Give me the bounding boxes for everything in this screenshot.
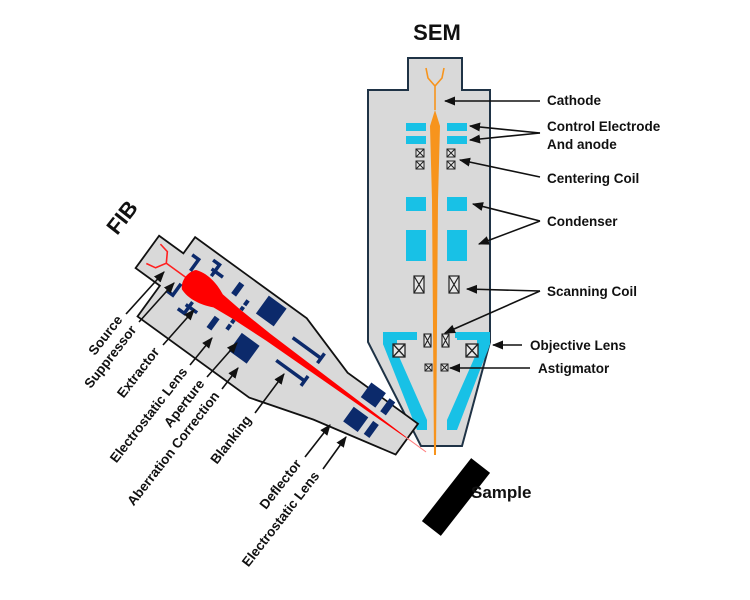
fib-deflector-bottom	[343, 406, 369, 432]
fib-electrostatic-lens-1-bottom	[206, 315, 220, 331]
label-scanning-coil: Scanning Coil	[547, 284, 637, 299]
sem-scanning-coil-upper	[413, 275, 460, 294]
sem-scanning-coil-lower	[423, 333, 450, 348]
sem-condenser-upper-right	[447, 197, 467, 211]
label-cathode: Cathode	[547, 93, 601, 108]
sem-anode-right	[447, 136, 467, 144]
label-objective-lens: Objective Lens	[530, 338, 626, 353]
sem-cathode-filament-icon	[425, 67, 445, 110]
fib-callout-arrows	[125, 271, 347, 470]
fib-column	[134, 234, 427, 456]
sem-objective-pole-right	[447, 332, 490, 430]
label-control-electrode: Control Electrode	[547, 119, 661, 134]
sem-column	[367, 57, 491, 455]
sem-electron-beam	[430, 110, 440, 455]
sem-astigmator	[424, 363, 449, 372]
fib-ion-beam	[181, 269, 422, 449]
sem-centering-coil	[415, 148, 456, 170]
fib-title: FIB	[101, 196, 143, 239]
sem-condenser-upper-left	[406, 197, 426, 211]
label-condenser: Condenser	[547, 214, 618, 229]
sem-condenser-lower-left	[406, 230, 426, 261]
fib-electrostatic-lens-1-top	[231, 281, 245, 297]
fib-electrostatic-lens-2-bottom	[363, 420, 379, 438]
label-and-anode: And anode	[547, 137, 617, 152]
fib-source-icon	[145, 243, 188, 280]
sem-control-electrode-right	[447, 123, 467, 131]
fib-electrostatic-lens-2-top	[380, 398, 396, 416]
fib-blanking	[275, 336, 326, 387]
sem-anode-left	[406, 136, 426, 144]
fib-deflector-top	[360, 382, 386, 408]
fib-aperture	[225, 299, 250, 331]
sem-condenser-lower-right	[447, 230, 467, 261]
sample-block	[421, 458, 491, 536]
label-centering-coil: Centering Coil	[547, 171, 639, 186]
label-sample: Sample	[471, 483, 531, 502]
sem-control-electrode-left	[406, 123, 426, 131]
fib-ion-beam-tail	[405, 436, 427, 453]
sem-objective-coil	[392, 343, 479, 358]
label-astigmator: Astigmator	[538, 361, 610, 376]
fib-aberration-correction-top	[255, 295, 287, 327]
fib-aberration-correction-bottom	[228, 332, 260, 364]
label-blanking: Blanking	[207, 413, 254, 467]
sem-title: SEM	[413, 20, 461, 45]
fib-extractor	[176, 258, 224, 316]
sem-callout-arrows	[443, 96, 541, 373]
